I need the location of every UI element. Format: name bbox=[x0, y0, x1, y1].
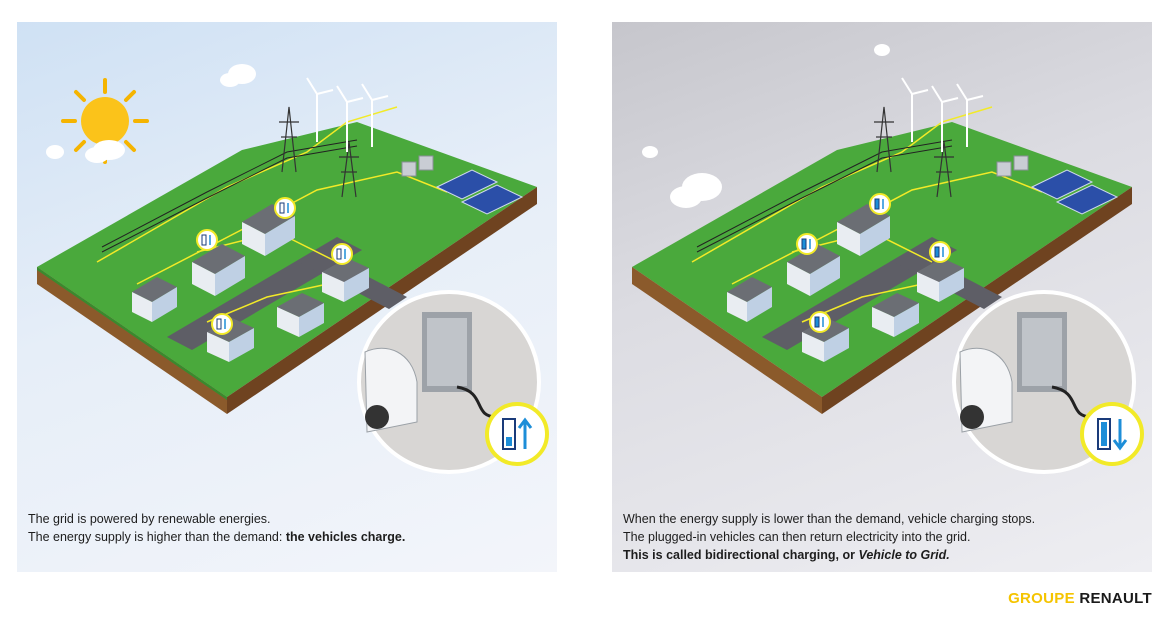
caption-line: This is called bidirectional charging, o… bbox=[623, 546, 1035, 564]
caption-line: When the energy supply is lower than the… bbox=[623, 512, 1036, 526]
brand-part2: RENAULT bbox=[1079, 590, 1152, 607]
battery-up-icon bbox=[211, 313, 233, 335]
substation bbox=[401, 155, 434, 177]
battery-down-icon bbox=[796, 233, 818, 255]
sun-icon bbox=[61, 78, 149, 164]
house-icon bbox=[727, 277, 772, 322]
caption-text: The energy supply is higher than the dem… bbox=[28, 530, 286, 544]
battery-up-icon bbox=[196, 229, 218, 251]
battery-down-icon bbox=[1080, 402, 1144, 466]
battery-up-icon bbox=[485, 402, 549, 466]
solar-panel-icon bbox=[435, 169, 524, 215]
charging-scene bbox=[37, 64, 549, 474]
house-icon bbox=[322, 258, 369, 302]
cloud-icon bbox=[642, 44, 890, 208]
transmission-line bbox=[101, 139, 358, 253]
battery-down-icon bbox=[869, 193, 891, 215]
house-icon bbox=[277, 293, 324, 337]
car-charging-zoom bbox=[357, 290, 549, 474]
caption-charging: The grid is powered by renewable energie… bbox=[28, 510, 405, 546]
wind-turbine-icon bbox=[901, 77, 984, 152]
panel-charging: The grid is powered by renewable energie… bbox=[17, 22, 557, 572]
brand-logo: GROUPE RENAULT bbox=[1008, 590, 1152, 607]
houses bbox=[132, 204, 369, 362]
battery-up-icon bbox=[274, 197, 296, 219]
house-icon bbox=[132, 277, 177, 322]
caption-emphasis: the vehicles charge. bbox=[285, 530, 406, 544]
transmission-line bbox=[696, 139, 953, 253]
battery-charging-markers bbox=[196, 197, 353, 335]
battery-discharging-markers bbox=[796, 193, 951, 333]
caption-v2g: When the energy supply is lower than the… bbox=[623, 510, 1035, 564]
caption-line: The plugged-in vehicles can then return … bbox=[623, 530, 971, 544]
substation bbox=[996, 155, 1029, 177]
pylon-icon bbox=[874, 106, 954, 198]
house-icon bbox=[917, 258, 964, 302]
wind-turbine-icon bbox=[306, 77, 389, 152]
battery-down-icon bbox=[809, 311, 831, 333]
caption-line: The energy supply is higher than the dem… bbox=[28, 528, 405, 546]
solar-panel-icon bbox=[1030, 169, 1119, 215]
v2g-scene bbox=[632, 44, 1144, 474]
pylon-icon bbox=[279, 106, 359, 198]
car-v2g-zoom bbox=[952, 290, 1144, 474]
caption-emphasis: This is called bidirectional charging, o… bbox=[623, 548, 859, 562]
battery-up-icon bbox=[331, 243, 353, 265]
panel-vehicle-to-grid: When the energy supply is lower than the… bbox=[612, 22, 1152, 572]
house-icon bbox=[787, 244, 840, 296]
house-icon bbox=[872, 293, 919, 337]
house-icon bbox=[192, 244, 245, 296]
battery-down-icon bbox=[929, 241, 951, 263]
brand-part1: GROUPE bbox=[1008, 590, 1075, 607]
caption-emphasis-italic: Vehicle to Grid. bbox=[858, 548, 950, 562]
cloud-icon bbox=[46, 64, 256, 163]
caption-line: The grid is powered by renewable energie… bbox=[28, 512, 271, 526]
